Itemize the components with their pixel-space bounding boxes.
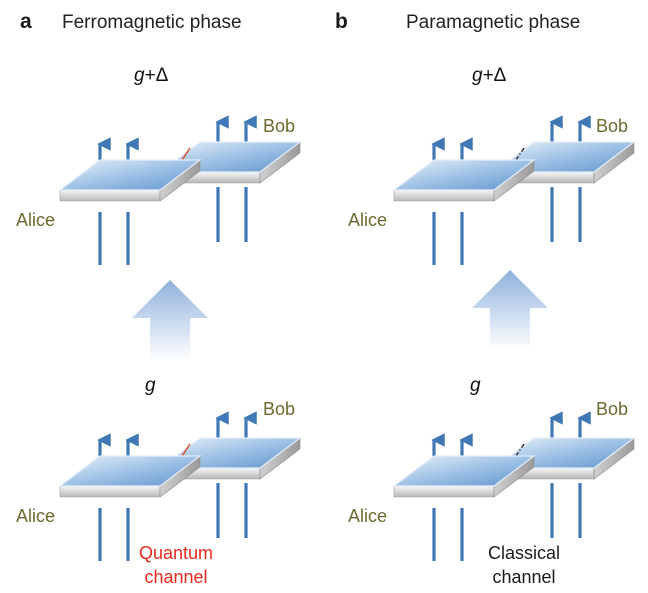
panel-a-transition-arrow xyxy=(132,280,208,360)
b-top-pair xyxy=(392,115,636,265)
panel-b-title: Paramagnetic phase xyxy=(406,12,580,33)
panel-b-letter: b xyxy=(335,10,348,33)
b-bottom-alice-slab-top xyxy=(392,455,536,487)
panel-a-bottom-bob-label: Bob xyxy=(263,399,295,419)
b-bottom-pair xyxy=(392,411,636,561)
a-top-pair xyxy=(58,115,302,265)
panel-b-bottom-alice-label: Alice xyxy=(348,506,387,526)
panel-a-letter: a xyxy=(20,10,32,33)
b-top-alice-slab-front xyxy=(393,189,495,202)
panel-a-top-bob-label: Bob xyxy=(263,116,295,136)
quantum-channel-label: Quantum xyxy=(139,543,213,563)
param-g: g xyxy=(134,65,145,86)
panel-b-top-bob-label: Bob xyxy=(596,116,628,136)
a-bottom-alice-slab-top xyxy=(58,455,202,487)
panel-b-bottom-bob-label: Bob xyxy=(596,399,628,419)
a-bottom-pair xyxy=(58,411,302,561)
panel-a-bottom-param: g xyxy=(145,375,156,396)
panel-a-bottom-alice-label: Alice xyxy=(16,506,55,526)
a-top-alice-slab-top xyxy=(58,159,202,191)
b-top-alice-slab-top xyxy=(392,159,536,191)
b-bottom-alice-slab-front xyxy=(393,485,495,498)
param-g: g xyxy=(472,65,483,86)
panel-b-top-alice-label: Alice xyxy=(348,210,387,230)
panel-a-top-param: g+Δ xyxy=(134,65,169,86)
classical-channel-label-line2: channel xyxy=(492,567,555,587)
param-plus-delta: +Δ xyxy=(483,65,507,86)
panel-b-bottom-param: g xyxy=(470,375,481,396)
panel-a-title: Ferromagnetic phase xyxy=(62,12,242,33)
slab-pairs xyxy=(58,115,636,561)
panel-b-top-param: g+Δ xyxy=(472,65,507,86)
a-top-alice-slab-front xyxy=(59,189,161,202)
quantum-channel-label-line2: channel xyxy=(144,567,207,587)
panel-b-transition-arrow xyxy=(472,270,548,350)
panel-a-top-alice-label: Alice xyxy=(16,210,55,230)
param-plus-delta: +Δ xyxy=(145,65,169,86)
classical-channel-label: Classical xyxy=(488,543,560,563)
a-bottom-alice-slab-front xyxy=(59,485,161,498)
